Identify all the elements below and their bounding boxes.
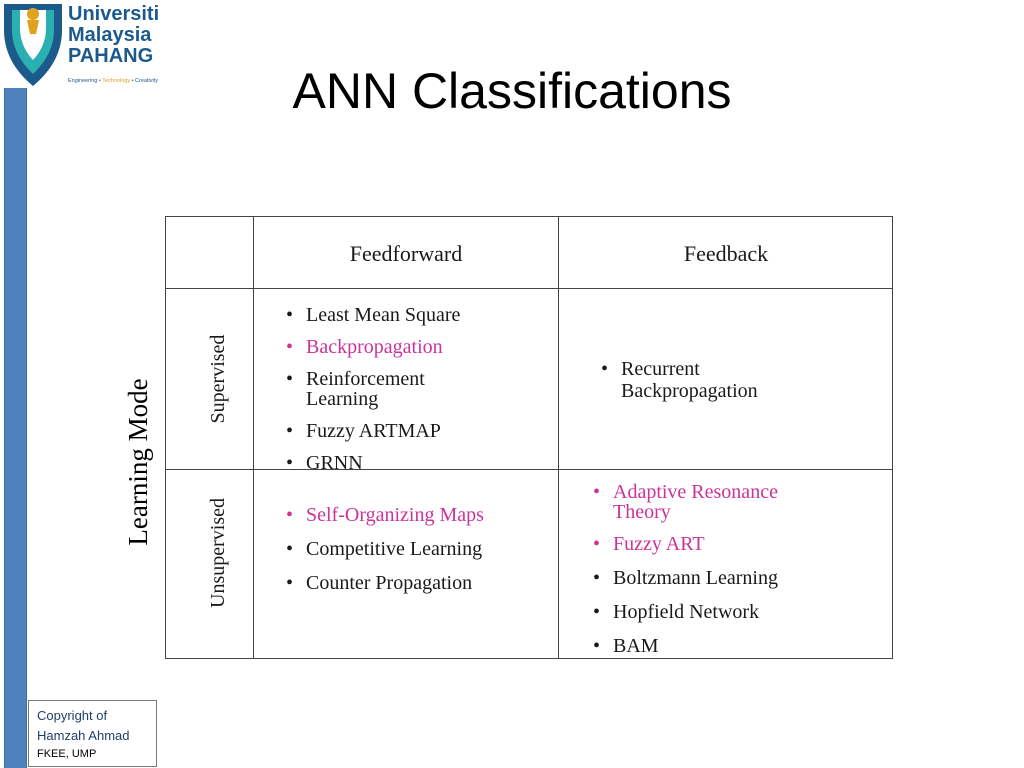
copyright-line-3: FKEE, UMP [37,748,97,760]
learning-mode-axis-label: Learning Mode [123,378,153,546]
copyright-box: Copyright of Hamzah Ahmad FKEE, UMP [28,700,157,767]
supervised-feedforward-list: Least Mean Square Backpropagation Reinfo… [284,305,554,473]
logo-line-2: Malaysia [68,24,152,46]
list-item: Fuzzy ARTMAP [284,421,554,441]
list-item: Competitive Learning [284,539,554,559]
copyright-line-2: Hamzah Ahmad [37,728,130,743]
supervised-feedback-list: Recurrent Backpropagation [599,358,799,402]
table-divider-v2 [558,217,559,658]
list-item: Hopfield Network [591,602,831,622]
list-item: Self-Organizing Maps [284,505,554,525]
left-accent-bar [4,88,27,768]
header-feedback: Feedback [683,241,769,266]
tagline-part-a: Engineering • [68,78,103,84]
logo-tagline: Engineering • Technology • Creativity [68,78,158,84]
list-item: Boltzmann Learning [591,568,831,588]
slide-title: ANN Classifications [292,63,732,119]
university-logo: Universiti Malaysia PAHANG Engineering •… [0,0,190,90]
list-item: Reinforcement Learning [284,369,456,409]
row-label-supervised: Supervised [207,334,229,424]
tagline-part-b: Technology [102,78,131,84]
university-crest-icon [4,4,62,86]
list-item: Adaptive Resonance Theory [591,482,823,522]
table-divider-h1 [166,288,892,289]
list-item: Counter Propagation [284,573,554,593]
list-item: Fuzzy ART [591,534,831,554]
list-item: Recurrent Backpropagation [599,358,799,402]
tagline-part-c: • Creativity [130,78,158,84]
logo-line-3: PAHANG [68,45,154,67]
header-feedforward: Feedforward [349,241,463,266]
copyright-line-1: Copyright of [37,708,108,723]
list-item: Least Mean Square [284,305,554,325]
row-label-unsupervised: Unsupervised [207,498,229,608]
unsupervised-feedback-list: Adaptive Resonance Theory Fuzzy ART Bolt… [591,482,831,656]
list-item: Backpropagation [284,337,554,357]
classification-table: Feedforward Feedback Supervised Unsuperv… [165,216,893,659]
logo-line-1: Universiti [68,3,160,25]
list-item: GRNN [284,453,554,473]
list-item: BAM [591,636,831,656]
unsupervised-feedforward-list: Self-Organizing Maps Competitive Learnin… [284,505,554,593]
table-divider-v1 [253,217,254,658]
